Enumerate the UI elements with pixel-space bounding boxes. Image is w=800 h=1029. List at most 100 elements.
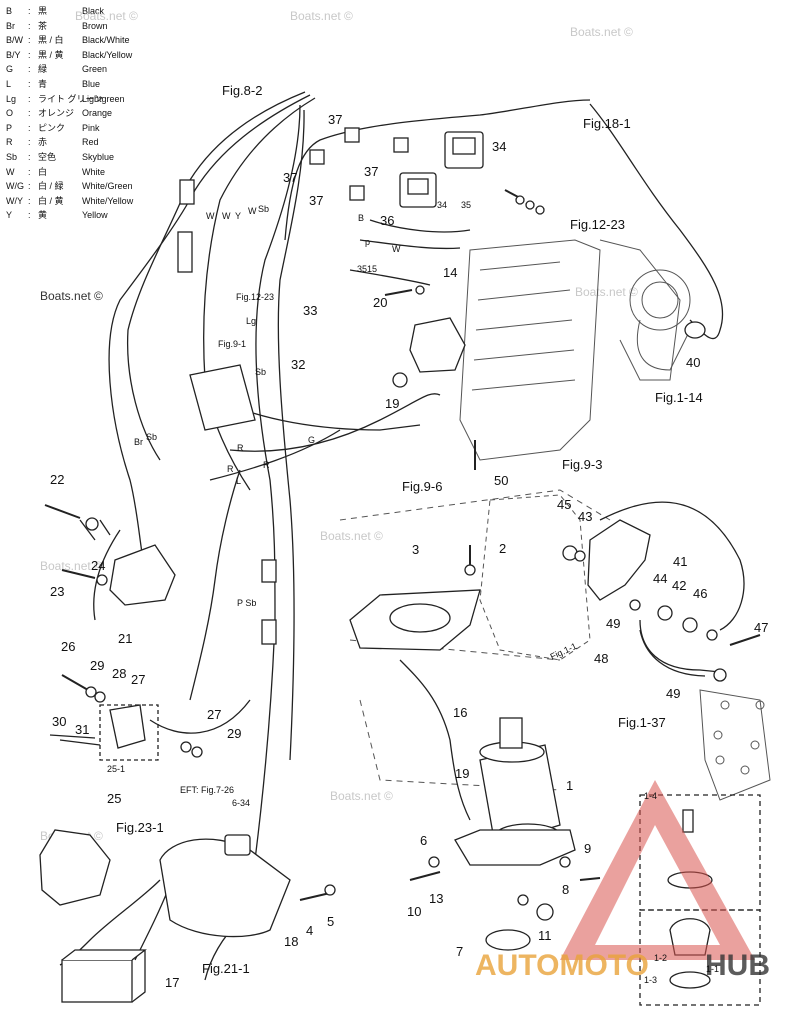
part-label: 34 (437, 200, 447, 210)
fig-ref: Fig.1-1 (549, 641, 579, 662)
sensor (684, 321, 706, 339)
part-label: 4 (306, 923, 313, 938)
legend-code: W/G (6, 181, 24, 192)
brand-hub: HUB (705, 949, 770, 982)
part-label: 29 (227, 726, 241, 741)
legend-sep: : (28, 35, 31, 46)
part-label: 17 (165, 975, 179, 990)
wire-label: R (263, 460, 270, 470)
legend-sep: : (28, 78, 31, 89)
legend-sep: : (28, 195, 31, 206)
part-label: 37 (328, 112, 342, 127)
wire-label: R (227, 464, 234, 474)
legend-code: B/Y (6, 49, 21, 60)
legend-sep: : (28, 20, 31, 31)
fig-ref: Fig.9-6 (402, 479, 442, 494)
legend-jp: 青 (38, 78, 48, 89)
wire-label: Sb (258, 204, 269, 214)
wire-label: R (237, 443, 244, 453)
wire-label: p (365, 237, 370, 247)
wire-label: Sb (255, 367, 266, 377)
legend-jp: ピンク (38, 122, 66, 133)
part-label: 1 (566, 778, 573, 793)
part-label: 1-4 (644, 791, 657, 801)
part-label: 1-2 (654, 953, 667, 963)
legend-code: B (6, 6, 13, 16)
wire-label: Lg (246, 316, 256, 326)
legend-en: Lightgreen (82, 93, 125, 104)
fig-ref: Fig.1-37 (618, 715, 666, 730)
legend-sep: : (28, 108, 31, 119)
part-label: 14 (443, 265, 457, 280)
wire-label: W (206, 211, 215, 221)
part-label: 9 (584, 841, 591, 856)
wire-label: B (358, 213, 364, 223)
rectifier-box (189, 364, 256, 431)
legend-en: Blue (82, 78, 101, 89)
part-label: 37 (309, 193, 323, 208)
part-label: 28 (112, 666, 126, 681)
fig-ref: Fig.12-23 (570, 217, 625, 232)
mount-bracket (587, 519, 651, 601)
figure-references: Fig.8-2 Fig.18-1 Fig.12-23 Fig.12-23 Fig… (116, 83, 703, 976)
legend-sep: : (28, 181, 31, 192)
fig-ref: Fig.9-1 (218, 339, 246, 349)
legend-sep: : (28, 122, 31, 133)
cdi-unit (109, 544, 176, 606)
part-label: 45 (557, 497, 571, 512)
part-label: 22 (50, 472, 64, 487)
part-label: 30 (52, 714, 66, 729)
legend-jp: 白 (38, 166, 48, 177)
part-label: 27 (207, 707, 221, 722)
part-label: 11 (538, 928, 552, 943)
part-label: 25 (107, 791, 121, 806)
wire-labels: W W Y W Sb Lg Sb Br Sb R R R L G P Sb p … (134, 204, 401, 608)
wire-label: W (392, 244, 401, 254)
starter-bracket (454, 829, 576, 866)
wire-label: W (248, 206, 257, 216)
part-label: 20 (373, 295, 387, 310)
part-label: 19 (385, 396, 399, 411)
watermark: Boats.net © (330, 789, 393, 803)
legend-code: B/W (6, 35, 23, 46)
part-label: 35 (461, 200, 471, 210)
legend-sep: : (28, 151, 31, 162)
legend-jp: 白 / 黄 (38, 195, 64, 206)
part-label: 31 (75, 722, 89, 737)
part-label: 19 (455, 766, 469, 781)
fig-ref: Fig.23-1 (116, 820, 164, 835)
legend-en: Orange (82, 108, 113, 119)
legend-code: P (6, 122, 13, 133)
part-label: 3 (412, 542, 419, 557)
wire-label: G (308, 435, 315, 445)
part-label: 1-1 (706, 964, 719, 974)
fig-ref: 6-34 (232, 798, 250, 808)
fig-ref: Fig.9-3 (562, 457, 602, 472)
part-label: 16 (453, 705, 467, 720)
legend-en: White/Green (82, 181, 133, 192)
legend-en: Yellow (82, 210, 108, 221)
legend-en: Black (82, 6, 105, 16)
legend-code: R (6, 137, 13, 148)
connector-block (224, 834, 251, 856)
legend-sep: : (28, 6, 31, 16)
part-label: 29 (90, 658, 104, 673)
part-label: 1-3 (644, 975, 657, 985)
watermark: Boats.net © (290, 9, 353, 23)
remote-control (39, 829, 111, 906)
part-label: 26 (61, 639, 75, 654)
legend-en: Black/White (82, 35, 130, 46)
legend-jp: 緑 (38, 64, 48, 75)
fig-ref: Fig.21-1 (202, 961, 250, 976)
battery (61, 959, 133, 1003)
components (39, 127, 761, 1006)
legend-en: Pink (82, 122, 100, 133)
